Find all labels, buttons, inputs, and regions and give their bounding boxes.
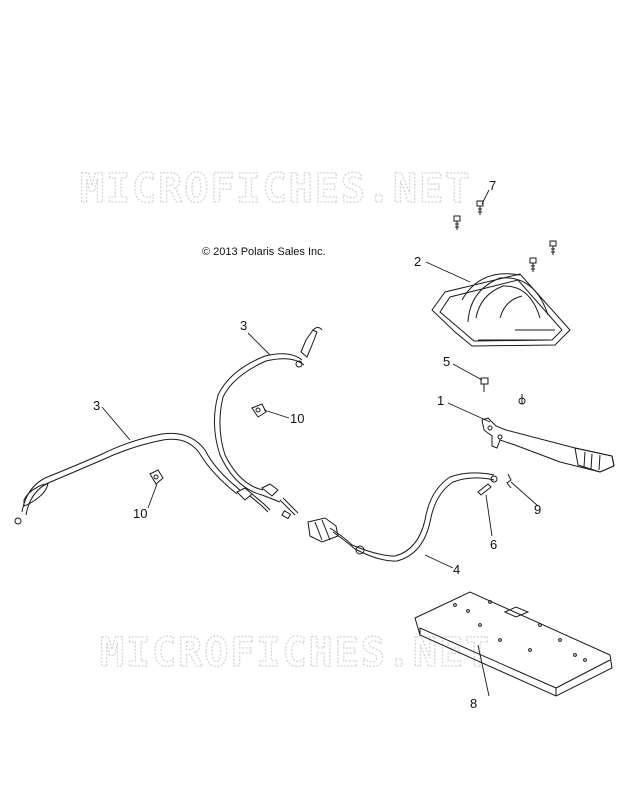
callout-2: 2 xyxy=(414,254,421,269)
callout-5: 5 xyxy=(443,354,450,369)
bolt-part-5 xyxy=(480,377,489,392)
callout-9: 9 xyxy=(534,502,541,517)
cable-part-4 xyxy=(307,472,498,562)
watermark-top: MICROFICHES.NET xyxy=(80,166,471,212)
handbrake-lever-part-1 xyxy=(481,394,615,473)
clip-part-9 xyxy=(506,473,512,489)
cable-part-3-upper xyxy=(214,327,323,520)
bolt-group-part-7 xyxy=(453,200,557,272)
callout-1: 1 xyxy=(437,393,444,408)
cable-part-3-left xyxy=(14,432,271,525)
callout-10-left: 10 xyxy=(133,506,147,521)
callout-4: 4 xyxy=(453,562,460,577)
callout-3-upper: 3 xyxy=(240,318,247,333)
callout-6: 6 xyxy=(490,537,497,552)
callout-3-left: 3 xyxy=(93,398,100,413)
leader-lines xyxy=(101,189,539,697)
callout-8: 8 xyxy=(470,696,477,711)
callout-10-upper: 10 xyxy=(290,411,304,426)
clip-part-10-upper xyxy=(251,403,267,418)
console-boot-part-2 xyxy=(431,273,571,347)
copyright-notice: © 2013 Polaris Sales Inc. xyxy=(202,246,326,258)
watermark-bottom: MICROFICHES.NET xyxy=(100,630,491,676)
mounting-plate-part-8 xyxy=(414,591,613,697)
callout-7: 7 xyxy=(489,178,496,193)
clip-part-10-left xyxy=(149,469,164,485)
pin-part-6 xyxy=(477,483,492,496)
